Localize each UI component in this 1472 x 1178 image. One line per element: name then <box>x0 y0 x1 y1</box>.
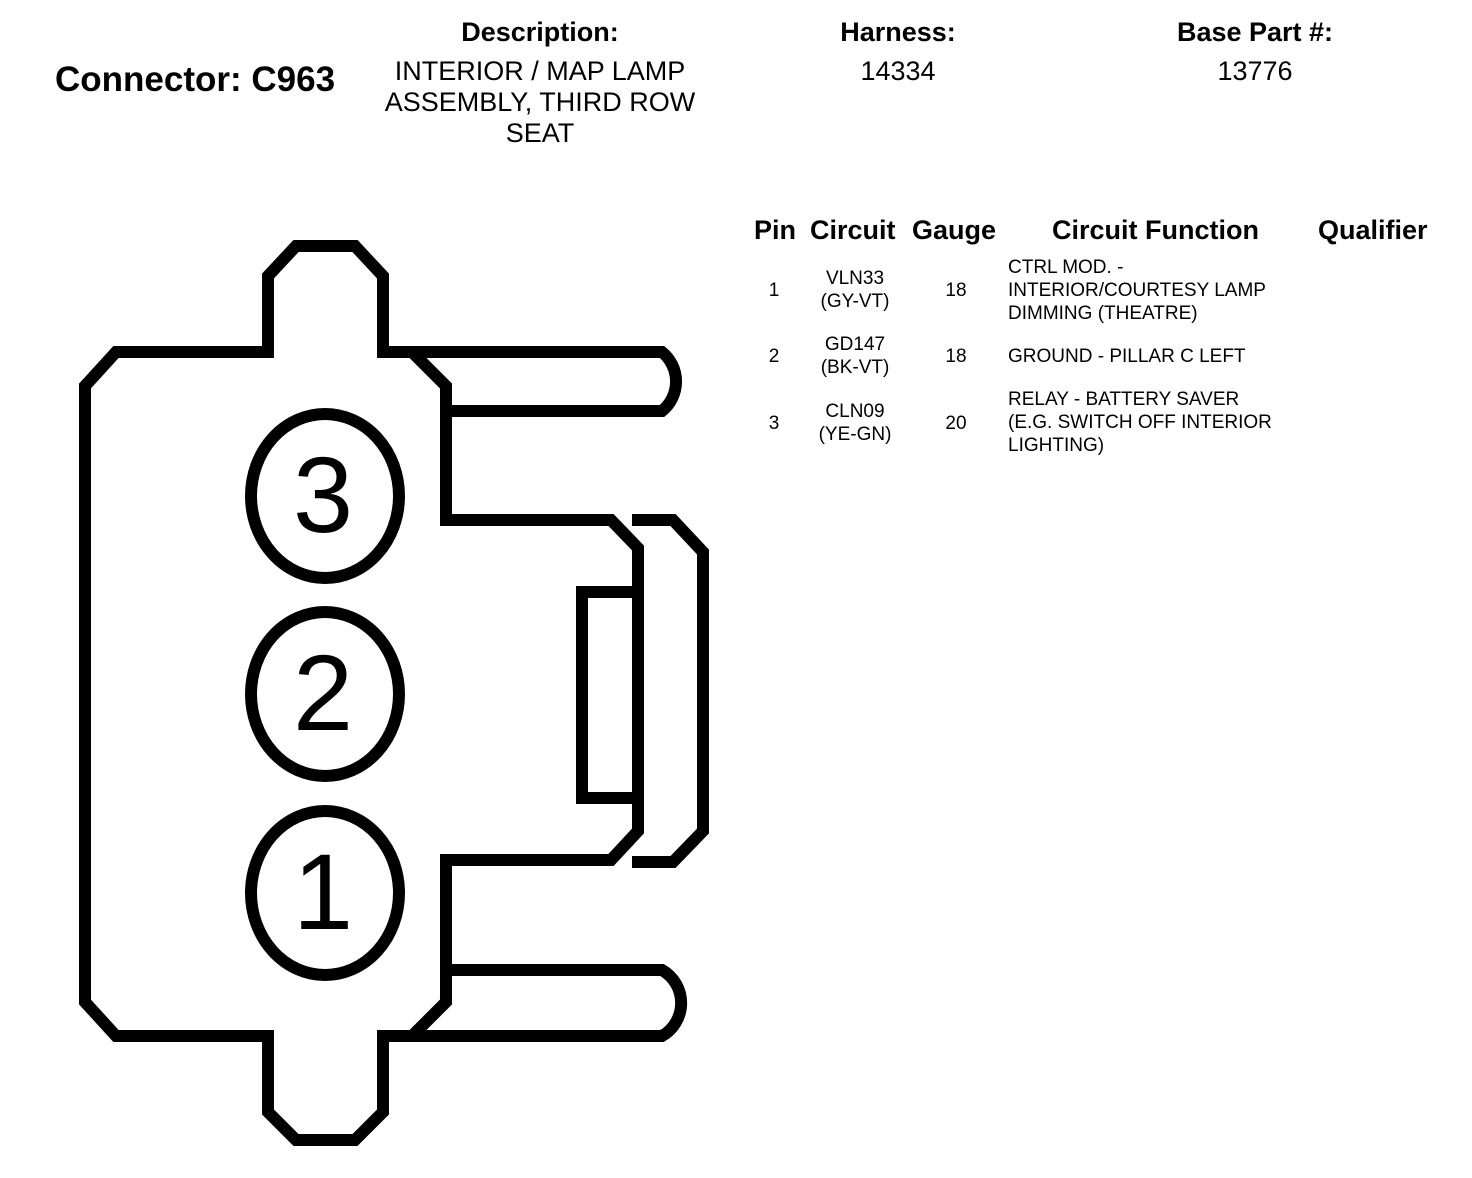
wire-gauge: 20 <box>945 413 967 434</box>
pin-number: 2 <box>768 346 780 367</box>
description-label: Description: <box>461 17 619 47</box>
pin-number: 3 <box>768 413 780 434</box>
description-line: INTERIOR / MAP LAMP <box>394 56 686 86</box>
circuit-function-line: GROUND - PILLAR C LEFT <box>1008 346 1246 367</box>
column-header-qualifier: Qualifier <box>1318 215 1428 245</box>
circuit-function-line: DIMMING (THEATRE) <box>1008 303 1198 324</box>
column-header-pin: Pin <box>754 215 797 245</box>
wire-gauge: 18 <box>945 280 967 301</box>
description-line: SEAT <box>505 118 575 148</box>
pin-1-label: 1 <box>293 831 353 952</box>
harness-value: 14334 <box>860 56 936 86</box>
description-line: ASSEMBLY, THIRD ROW <box>384 87 696 117</box>
circuit-function-line: LIGHTING) <box>1008 435 1105 456</box>
wire-color: (BK-VT) <box>820 357 890 378</box>
pin-1-cavity <box>245 805 405 981</box>
description-value: INTERIOR / MAP LAMP ASSEMBLY, THIRD ROW … <box>360 56 720 149</box>
wire-color: (GY-VT) <box>820 291 890 312</box>
circuit-function-line: (E.G. SWITCH OFF INTERIOR <box>1008 412 1272 433</box>
circuit-function-line: RELAY - BATTERY SAVER <box>1008 389 1240 410</box>
harness-label: Harness: <box>840 17 956 47</box>
circuit-code: CLN09 <box>825 401 885 422</box>
pin-2-cavity <box>245 606 405 782</box>
pin-3-label: 3 <box>293 434 353 555</box>
wire-gauge: 18 <box>945 346 967 367</box>
connector-housing-outline <box>79 240 644 1146</box>
pin-3-cavity <box>245 408 405 584</box>
column-header-gauge: Gauge <box>912 215 997 245</box>
key-rail <box>632 514 709 868</box>
upper-latch-tab <box>406 346 683 417</box>
wire-color: (YE-GN) <box>818 424 892 445</box>
base-part-value: 13776 <box>1217 56 1293 86</box>
lower-latch-tab <box>406 964 688 1042</box>
pin-number: 1 <box>768 280 780 301</box>
key-slot <box>576 586 644 804</box>
column-header-circuit-function: Circuit Function <box>1052 215 1259 245</box>
circuit-function-line: CTRL MOD. - <box>1008 257 1124 278</box>
connector-face-diagram: 3 2 1 <box>79 240 709 1146</box>
circuit-code: VLN33 <box>825 268 885 289</box>
pin-2-label: 2 <box>293 632 353 753</box>
circuit-code: GD147 <box>824 334 886 355</box>
base-part-label: Base Part #: <box>1176 17 1334 47</box>
circuit-function-line: INTERIOR/COURTESY LAMP <box>1008 280 1266 301</box>
column-header-circuit: Circuit <box>810 215 896 245</box>
connector-title: Connector: C963 <box>55 60 336 99</box>
